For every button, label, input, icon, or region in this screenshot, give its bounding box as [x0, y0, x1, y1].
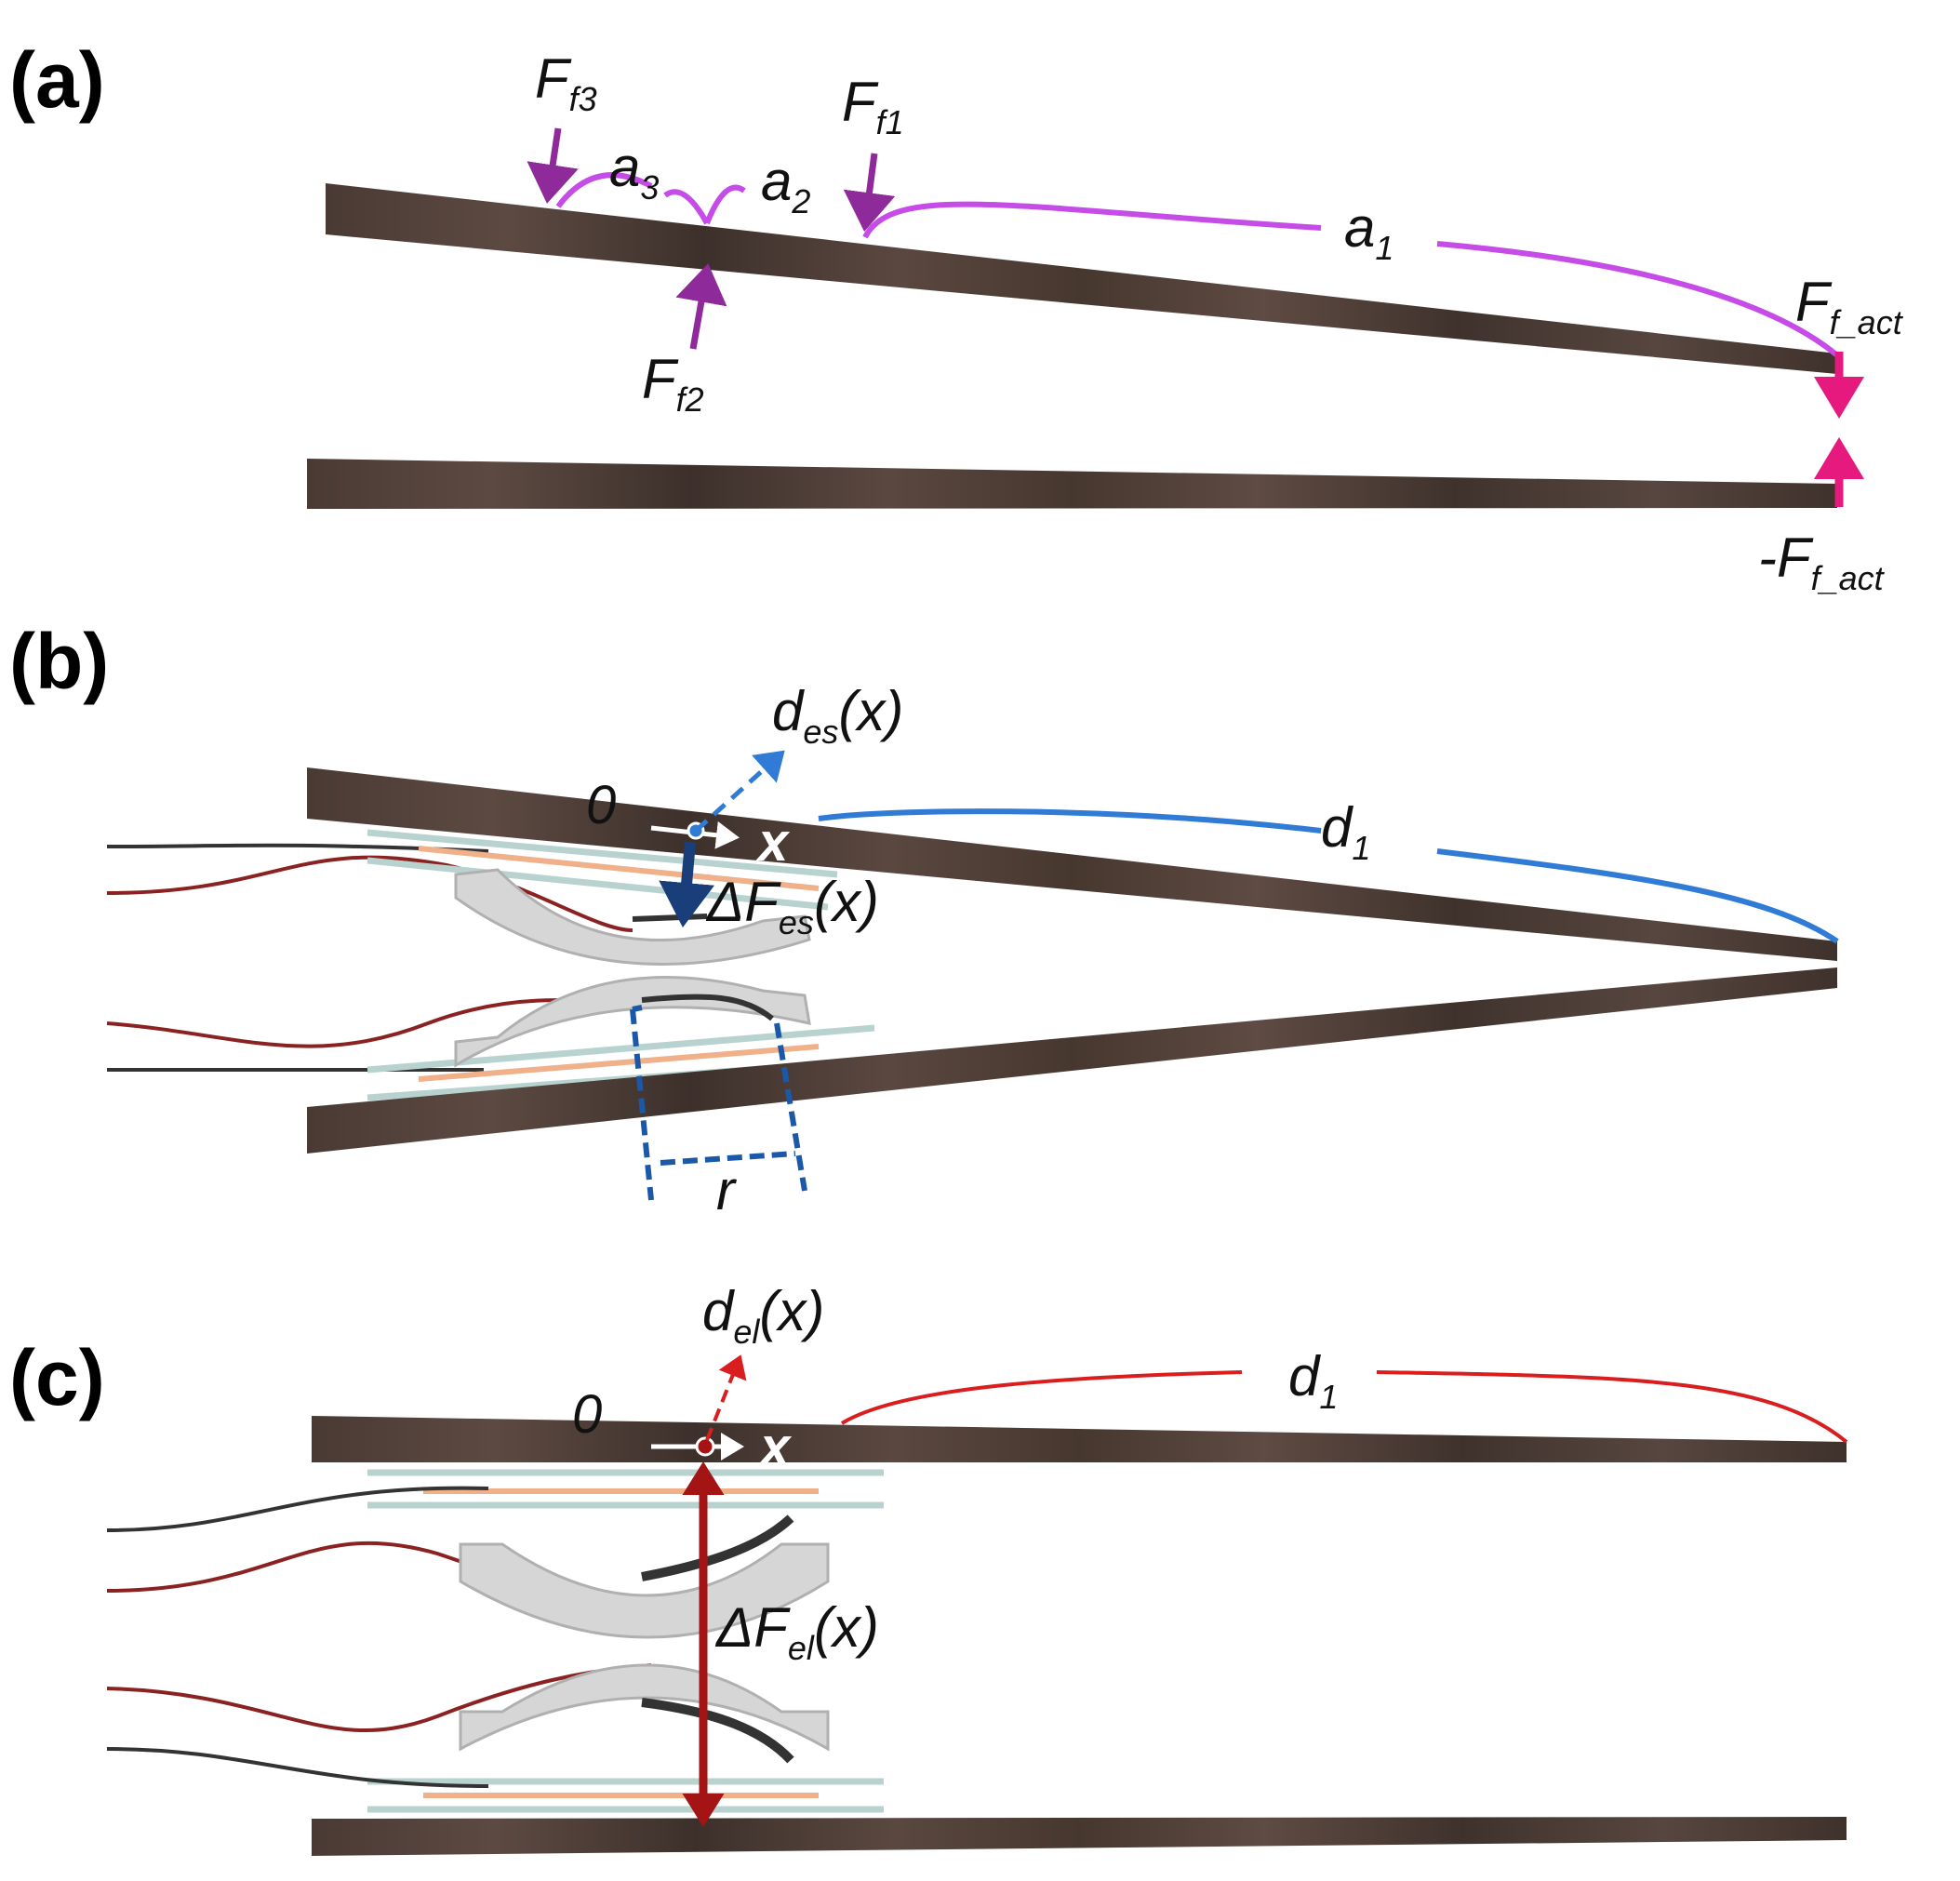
- film-teal-3-b: [367, 1024, 875, 1074]
- label-ff3: Ff3: [535, 47, 597, 118]
- electrode-dark-bottom-c: [641, 1698, 794, 1764]
- electrode-top-b: [454, 868, 811, 966]
- lower-beam-a: [307, 459, 1837, 509]
- label-a3: a3: [609, 136, 659, 207]
- r-bracket-top: [632, 1005, 643, 1012]
- electrode-top-c: [459, 1542, 830, 1639]
- des-pointer: [694, 750, 785, 833]
- electrode-dark-top-c: [641, 1514, 794, 1581]
- wire-dark-bottom-c: [106, 1747, 489, 1788]
- upper-beam-b: [307, 767, 1837, 961]
- label-r: r: [716, 1159, 737, 1221]
- r-bracket: [630, 1008, 807, 1201]
- label-des: des(x): [772, 680, 903, 751]
- label-dfel: ΔFel(x): [714, 1596, 879, 1667]
- label-ff2: Ff2: [642, 348, 704, 419]
- panel-a: (a) Ff3 a3 a2 Ff1 a1 Ff2 Ff_act -Ff_act: [9, 36, 1904, 597]
- label-neg-ffact: -Ff_act: [1758, 527, 1886, 597]
- arc-a2-right: [704, 184, 746, 225]
- label-d1-b: d1: [1321, 796, 1370, 867]
- force-arrow-ff1: [843, 153, 896, 232]
- arc-d1-c-right: [1376, 1370, 1848, 1444]
- wire-dark-top-c: [106, 1486, 489, 1532]
- label-x-c: x: [757, 1417, 793, 1477]
- film-teal-2-b: [367, 857, 829, 911]
- label-x-b: x: [755, 812, 791, 873]
- panel-b-tag: (b): [9, 618, 109, 705]
- label-zero-c: 0: [572, 1384, 602, 1445]
- label-del: del(x): [702, 1280, 824, 1351]
- electrode-dark-bottom-b: [641, 994, 774, 1021]
- film-orange-2-b: [418, 1044, 820, 1082]
- wire-dark-top-b: [106, 843, 489, 853]
- lower-beam-c: [312, 1817, 1847, 1856]
- film-orange-1-b: [418, 846, 820, 891]
- electrode-dark-top-b: [632, 914, 708, 922]
- label-zero-b: 0: [586, 775, 616, 835]
- lower-beam-b: [307, 967, 1837, 1154]
- label-dfes: ΔFes(x): [705, 871, 879, 941]
- origin-dot-c: [695, 1436, 715, 1457]
- panel-c: (c) del(x) 0 x d1: [9, 1280, 1848, 1856]
- arc-d1-c: [840, 1370, 1243, 1425]
- panel-c-tag: (c): [9, 1334, 105, 1421]
- arc-d1-b-right: [1436, 848, 1839, 944]
- wire-red-top-b: [106, 855, 633, 932]
- label-d1-c: d1: [1288, 1345, 1338, 1416]
- force-arrow-ff2: [675, 263, 727, 350]
- panel-a-tag: (a): [9, 36, 105, 124]
- electrode-bottom-c: [459, 1663, 830, 1752]
- upper-beam-c: [312, 1416, 1847, 1462]
- arc-d1-b: [818, 808, 1322, 834]
- label-a1: a1: [1344, 196, 1393, 267]
- force-arrow-ff3: [527, 127, 579, 204]
- del-pointer: [705, 1354, 747, 1441]
- upper-beam-a: [326, 183, 1837, 374]
- label-ffact: Ff_act: [1795, 271, 1904, 341]
- arc-a3: [555, 172, 653, 208]
- label-ff1: Ff1: [842, 71, 904, 141]
- arc-a2-left: [663, 189, 710, 225]
- label-a2: a2: [761, 150, 810, 220]
- panel-b: (b) des(x) 0 x: [9, 618, 1839, 1221]
- film-teal-1-b: [367, 829, 838, 878]
- arc-a1: [862, 201, 1322, 239]
- arc-a1-right: [1436, 241, 1839, 358]
- delta-fes-arrow: [659, 841, 715, 927]
